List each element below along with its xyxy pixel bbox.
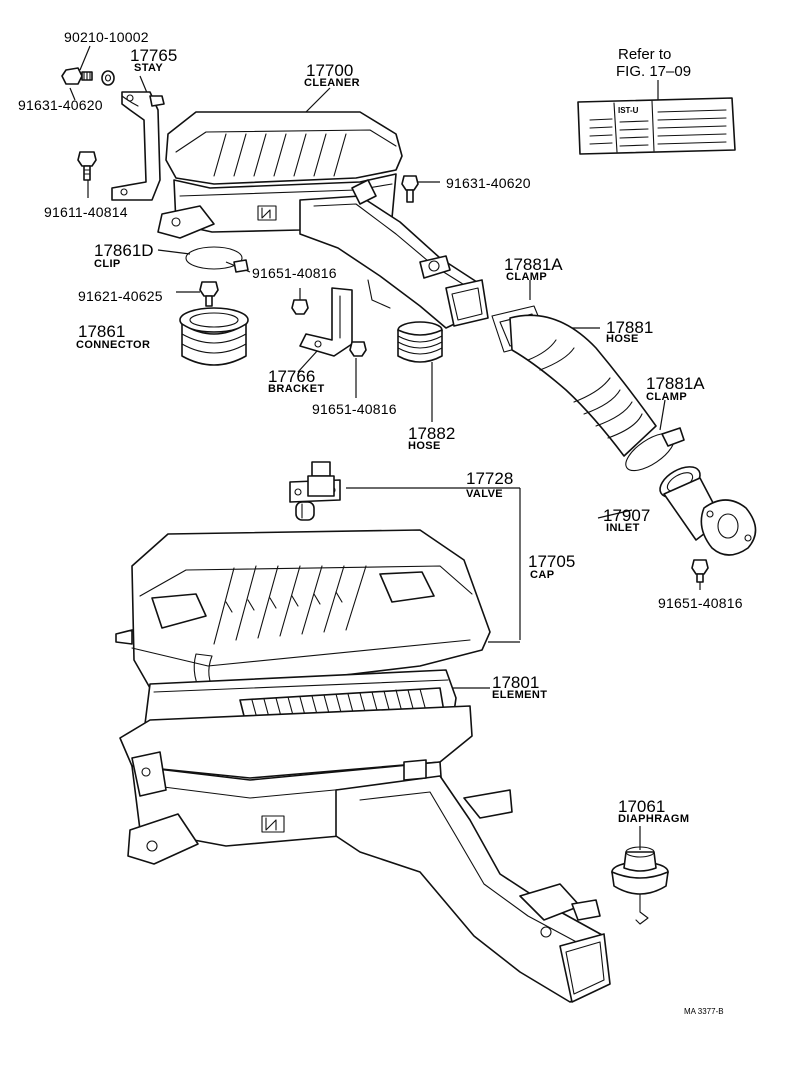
part-number-91651-mid: 91651-40816: [312, 401, 397, 417]
part-number-17861: 17861: [78, 322, 126, 341]
part-number-91621: 91621-40625: [78, 288, 163, 304]
part-name-element: ELEMENT: [492, 689, 548, 701]
part-number-17881: 17881: [606, 318, 654, 337]
stay-shape: [111, 91, 165, 201]
clip-shape: [185, 246, 249, 273]
part-name-hose-17881: HOSE: [606, 333, 639, 345]
part-name-clip: CLIP: [94, 258, 121, 270]
part-number-17801: 17801: [492, 673, 540, 692]
part-number-91631-right: 91631-40620: [446, 175, 531, 191]
part-name-cleaner: CLEANER: [304, 77, 360, 89]
hose-17882-shape: [397, 321, 443, 363]
part-number-17881a-bottom: 17881A: [646, 374, 705, 393]
part-number-17061: 17061: [618, 797, 666, 816]
part-number-17882: 17882: [408, 424, 456, 443]
bolt-91651-top-shape: [291, 299, 309, 315]
bolt-91651-mid-shape: [349, 341, 367, 357]
inlet-shape: [659, 466, 757, 556]
reference-card-code: IST-U: [618, 106, 639, 115]
part-number-17705: 17705: [528, 552, 576, 571]
part-number-17766: 17766: [268, 367, 316, 386]
bracket-shape: [299, 287, 353, 357]
part-number-17728: 17728: [466, 469, 514, 488]
part-name-bracket: BRACKET: [268, 383, 325, 395]
bolt-91611-shape: [77, 151, 97, 181]
part-number-17881a-top: 17881A: [504, 255, 563, 274]
part-number-90210: 90210-10002: [64, 29, 149, 45]
part-name-hose-17882: HOSE: [408, 440, 441, 452]
bolt-91621-shape: [199, 281, 219, 307]
part-number-91651-right: 91651-40816: [658, 595, 743, 611]
part-name-clamp-top: CLAMP: [506, 271, 548, 283]
part-number-17700: 17700: [306, 61, 354, 80]
bolt-90210-shape: [61, 67, 93, 85]
hose-17881-shape: [509, 314, 657, 457]
part-name-inlet: INLET: [606, 522, 640, 534]
part-name-clamp-bottom: CLAMP: [646, 391, 688, 403]
washer-shape: [101, 70, 115, 86]
part-number-17765: 17765: [130, 46, 178, 65]
reference-card: [577, 80, 736, 155]
part-name-valve: VALVE: [466, 488, 504, 500]
drawing-code: MA 3377-B: [684, 1007, 724, 1016]
part-number-17907: 17907: [603, 506, 651, 525]
reference-line-1: Refer to: [618, 46, 672, 63]
duct-shape: [335, 759, 611, 1003]
connector-shape: [179, 307, 249, 366]
part-name-connector: CONNECTOR: [76, 339, 151, 351]
clamp-bottom-shape: [625, 427, 685, 472]
part-number-91651-top: 91651-40816: [252, 265, 337, 281]
case-shape: [119, 705, 513, 865]
cleaner-assembly-shape: [157, 111, 489, 329]
reference-line-2: FIG. 17–09: [616, 63, 692, 80]
diaphragm-shape: [611, 846, 669, 925]
part-number-17861d: 17861D: [94, 241, 154, 260]
bolt-91651-right-shape: [691, 559, 709, 583]
cap-shape: [115, 529, 491, 699]
bolt-91631-right-shape: [401, 175, 419, 203]
part-name-diaphragm: DIAPHRAGM: [618, 813, 690, 825]
valve-shape: [289, 461, 341, 521]
part-number-91611: 91611-40814: [44, 204, 128, 220]
part-name-stay: STAY: [134, 62, 164, 74]
part-name-cap: CAP: [530, 569, 555, 581]
part-number-91631-left: 91631-40620: [18, 97, 103, 113]
